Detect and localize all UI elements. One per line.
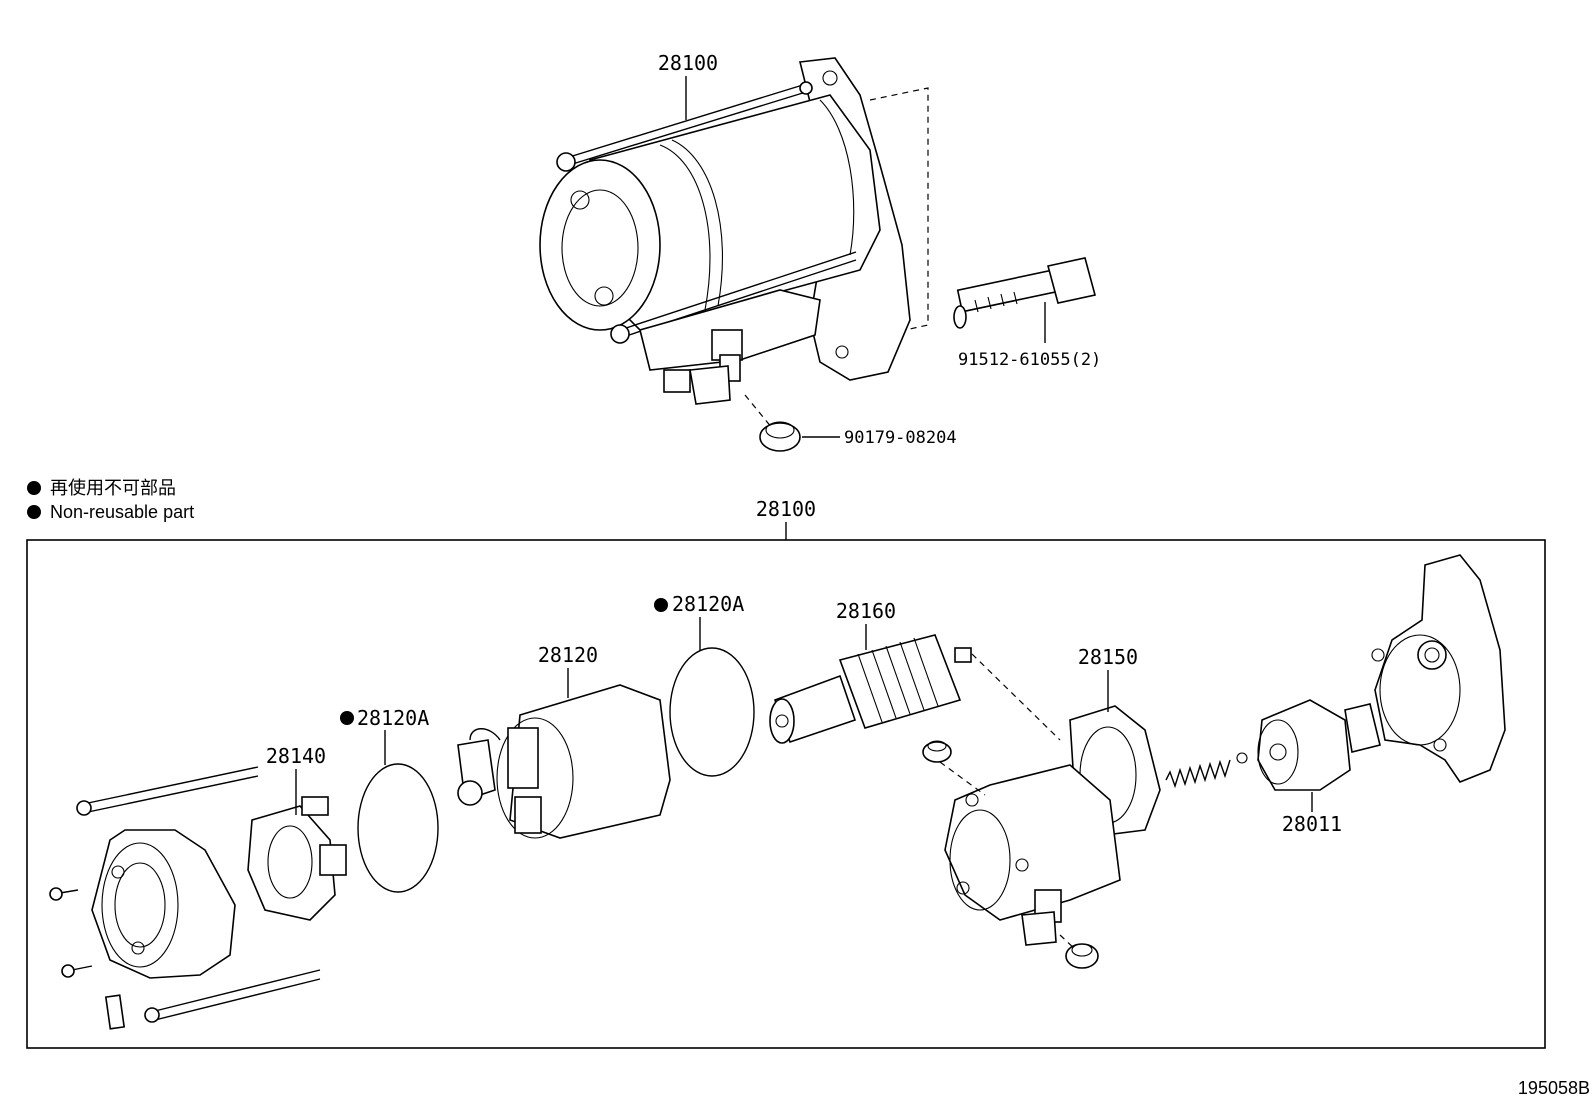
legend-en: Non-reusable part [50, 502, 194, 522]
label-yoke: 28120 [538, 643, 598, 667]
starter-assembly-top[interactable] [539, 57, 911, 405]
yoke[interactable] [457, 684, 671, 839]
starter-clutch[interactable] [1257, 699, 1381, 791]
brush-holder[interactable] [247, 796, 347, 921]
label-clutch: 28011 [1282, 812, 1342, 836]
legend-jp: 再使用不可部品 [50, 478, 176, 498]
end-frame[interactable] [91, 829, 236, 979]
non-reusable-bullet-icon [654, 598, 668, 612]
terminal-nut[interactable] [759, 421, 801, 452]
mounting-bolt[interactable] [953, 257, 1096, 329]
label-bolt: 91512-61055(2) [958, 350, 1101, 370]
label-exploded-assembly: 28100 [756, 497, 816, 521]
legend: 再使用不可部品 Non-reusable part [27, 478, 194, 522]
through-bolt[interactable] [144, 969, 321, 1023]
o-ring-left[interactable] [357, 763, 439, 893]
label-o-ring-right: 28120A [672, 592, 744, 616]
bullet-icon [27, 505, 41, 519]
terminal-pin[interactable] [104, 994, 126, 1030]
steel-ball[interactable] [1236, 752, 1248, 764]
label-armature: 28160 [836, 599, 896, 623]
label-o-ring-left: 28120A [357, 706, 429, 730]
drive-housing[interactable] [1371, 554, 1506, 783]
label-magnetic-switch: 28150 [1078, 645, 1138, 669]
screw[interactable] [61, 964, 93, 978]
armature[interactable] [769, 634, 972, 744]
screw[interactable] [49, 887, 79, 901]
bullet-icon [27, 481, 41, 495]
small-nut[interactable] [922, 740, 952, 763]
non-reusable-bullet-icon [340, 711, 354, 725]
label-brush-holder: 28140 [266, 744, 326, 768]
diagram-code: 195058B [1518, 1078, 1590, 1098]
exploded-view-frame [26, 539, 1546, 1049]
o-ring-right[interactable] [669, 647, 755, 777]
magnetic-switch[interactable] [944, 705, 1161, 946]
through-bolt[interactable] [76, 766, 259, 816]
return-spring[interactable] [1165, 759, 1231, 789]
terminal-nut-lower[interactable] [1065, 943, 1099, 969]
label-top-assembly: 28100 [658, 51, 718, 75]
label-nut: 90179-08204 [844, 428, 957, 448]
